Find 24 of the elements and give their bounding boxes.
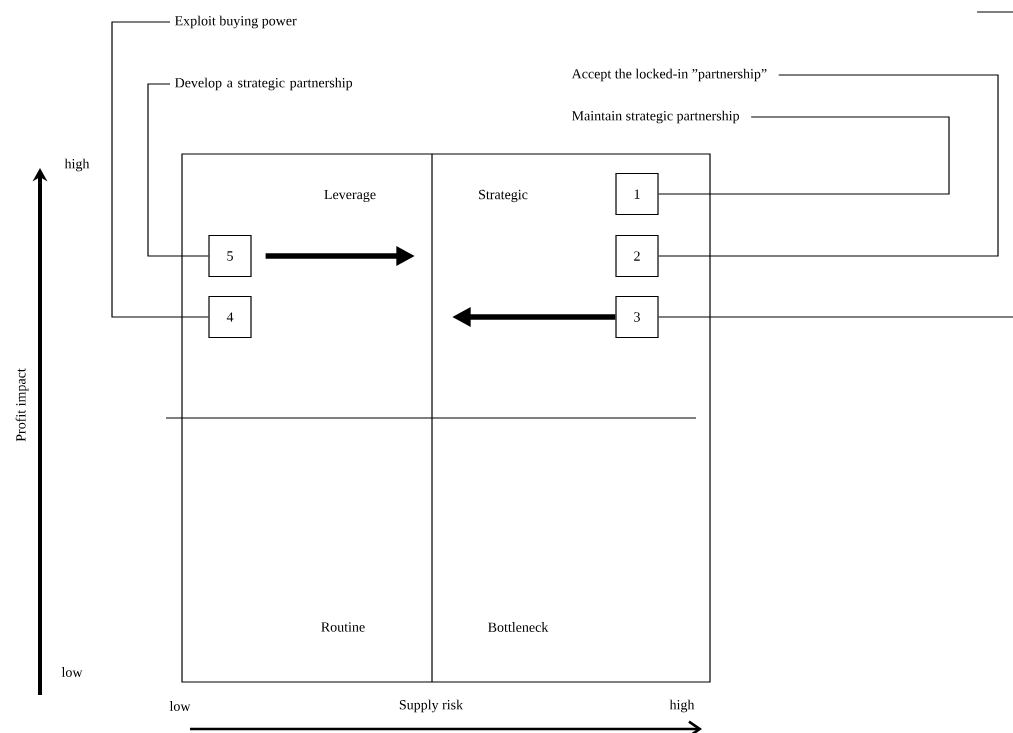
numbered-box: 1	[615, 172, 659, 216]
label: high	[669, 699, 695, 713]
leader-line	[658, 116, 950, 195]
quadrant-label: Bottleneck	[488, 622, 549, 632]
numbered-box: 4	[208, 295, 252, 339]
axis-title: Profit impact	[15, 368, 29, 442]
leader-line	[111, 21, 209, 318]
leader-line	[658, 316, 1013, 318]
label: low	[169, 701, 191, 711]
numbered-box: 5	[208, 234, 252, 278]
quadrant-label: Leverage	[324, 189, 376, 203]
strategy-label: Exploit buying power	[175, 15, 297, 29]
strategy-label: Accept the locked-in ”partnership”	[571, 68, 767, 82]
leader-line	[658, 74, 999, 257]
leader-line	[147, 83, 209, 257]
strategy-label: Develop a strategic partnership	[175, 77, 353, 91]
axis-title: Supply risk	[399, 699, 464, 713]
numbered-box: 2	[615, 234, 659, 278]
label: low	[61, 667, 83, 677]
quadrant-label: Strategic	[479, 189, 528, 203]
strategy-label: Maintain strategic partnership	[572, 110, 739, 124]
quadrant-label: Routine	[321, 622, 365, 632]
numbered-box: 3	[615, 295, 659, 339]
label: high	[64, 158, 90, 172]
